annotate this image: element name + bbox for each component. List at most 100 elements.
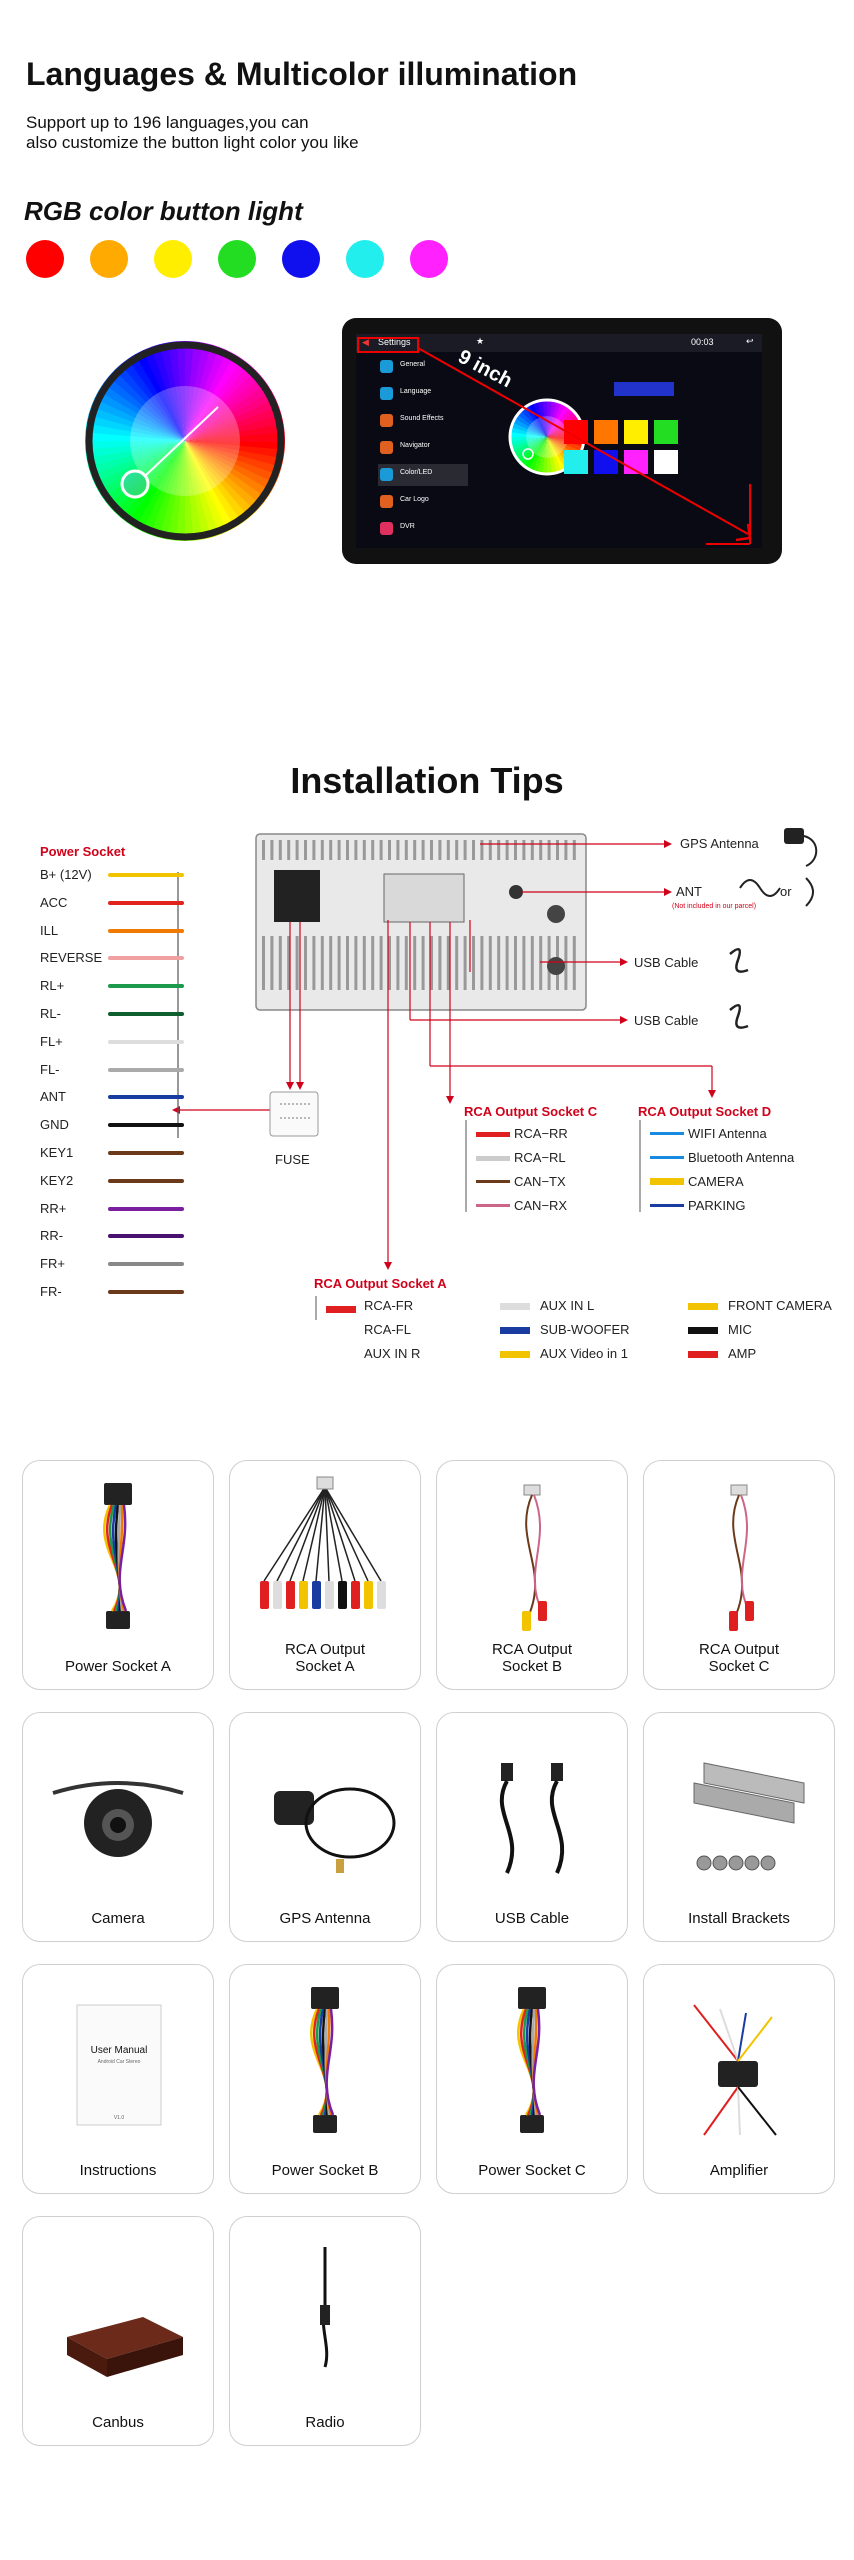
accessory-label: USB Cable — [494, 1910, 570, 1927]
menu-item-label: Sound Effects — [400, 415, 444, 422]
accessory-label: Power Socket C — [478, 2162, 586, 2179]
accessory-label: Power Socket A — [65, 1658, 171, 1675]
rca-item: Bluetooth Antenna — [688, 1150, 795, 1165]
power-pin-label: GND — [40, 1117, 69, 1133]
settings-menu-item[interactable]: General — [378, 356, 468, 378]
power-pin-wire — [108, 1095, 184, 1100]
power-pin-wire — [108, 1151, 184, 1155]
settings-menu-item[interactable]: Sound Effects — [378, 410, 468, 432]
menu-item-icon — [380, 441, 393, 454]
power-pin-wire — [108, 900, 184, 905]
color-swatch[interactable] — [654, 450, 678, 474]
accessory-card: Amplifier — [643, 1964, 835, 2194]
power-pin-row: KEY1 — [40, 1145, 190, 1161]
accessory-label: Instructions — [79, 2162, 157, 2179]
rgb-color-dot[interactable] — [154, 240, 192, 278]
power-pin-label: RR+ — [40, 1200, 67, 1216]
accessory-card: GPS Antenna — [229, 1712, 421, 1942]
accessory-image — [320, 2247, 330, 2368]
power-pin-wire — [108, 873, 184, 877]
power-pin-row: RL+ — [40, 978, 190, 994]
menu-item-label: DVR — [400, 523, 415, 530]
power-pin-label: ILL — [40, 922, 59, 938]
power-pin-label: RR- — [40, 1228, 64, 1244]
accessory-label: Radio — [305, 2414, 345, 2431]
power-pin-row: KEY2 — [40, 1173, 190, 1189]
power-pin-row: FL+ — [40, 1034, 190, 1050]
install-title: Installation Tips — [290, 760, 564, 801]
menu-item-label: Navigator — [400, 442, 430, 449]
power-pin-row: FL- — [40, 1062, 190, 1078]
power-pin-label: RL- — [40, 1006, 61, 1021]
color-swatch[interactable] — [654, 420, 678, 444]
accessory-card: RCA Output Socket B — [436, 1460, 628, 1690]
settings-menu-item[interactable]: Navigator — [378, 437, 468, 459]
menu-item-icon — [380, 414, 393, 427]
accessory-card: Camera — [22, 1712, 214, 1942]
menu-item-icon — [380, 360, 393, 373]
accessory-card: RCA Output Socket C — [643, 1460, 835, 1690]
rca-c-title: RCA Output Socket C — [464, 1104, 598, 1119]
settings-menu-item[interactable]: Color/LED — [378, 464, 468, 486]
rca-item: CAN−TX — [514, 1174, 566, 1189]
rgb-color-dot[interactable] — [410, 240, 448, 278]
rca-item: RCA−RR — [514, 1126, 568, 1141]
manual-title: User Manual — [90, 2045, 148, 2056]
rca-plug-icon — [500, 1327, 530, 1334]
accessory-image — [260, 1476, 386, 1609]
or-label: or — [780, 884, 792, 899]
accessory-image — [274, 1787, 396, 1873]
settings-menu-item[interactable]: DVR — [378, 518, 468, 540]
accessory-label: RCA Output Socket B — [491, 1641, 573, 1675]
power-pin-wire — [108, 1067, 184, 1072]
power-pin-wire — [108, 1178, 184, 1183]
color-swatch[interactable] — [624, 420, 648, 444]
accessory-label: GPS Antenna — [279, 1910, 371, 1927]
rgb-color-dot[interactable] — [26, 240, 64, 278]
power-pin-wire — [108, 956, 184, 961]
accessory-image — [729, 1484, 754, 1631]
rgb-title: RGB color button light — [24, 196, 303, 226]
accessory-label: Canbus — [92, 2414, 144, 2431]
color-swatch[interactable] — [564, 450, 588, 474]
page-title: Languages & Multicolor illumination — [26, 56, 578, 92]
manual-subtitle: Android Car Stereo — [97, 2059, 141, 2065]
rca-item: PARKING — [688, 1198, 746, 1213]
usb-cable-label-1: USB Cable — [634, 955, 699, 970]
power-pin-wire — [108, 1234, 184, 1239]
power-pin-row: ILL — [40, 923, 190, 939]
preview-bar — [614, 382, 674, 396]
settings-menu-item[interactable]: Car Logo — [378, 491, 468, 513]
rgb-color-dot[interactable] — [218, 240, 256, 278]
power-pin-wire — [108, 1262, 184, 1267]
rca-item: WIFI Antenna — [688, 1126, 767, 1141]
rca-plug-icon — [688, 1327, 718, 1334]
menu-item-icon — [380, 468, 393, 481]
star-icon[interactable]: ★ — [476, 336, 485, 346]
color-wheel-icon — [85, 341, 285, 541]
color-swatches — [564, 420, 734, 480]
accessory-image — [693, 2004, 777, 2136]
power-pin-row: RR- — [40, 1228, 190, 1244]
rca-item: AUX Video in 1 — [540, 1346, 628, 1361]
power-pin-wire — [108, 1012, 184, 1016]
accessory-label: Power Socket B — [271, 2162, 379, 2179]
accessory-card: Power Socket A — [22, 1460, 214, 1690]
rca-item: AUX IN L — [540, 1298, 595, 1313]
rca-item: AUX IN R — [364, 1346, 421, 1361]
rca-item: FRONT CAMERA — [728, 1298, 832, 1313]
settings-menu-item[interactable]: Language — [378, 383, 468, 405]
power-pin-label: RL+ — [40, 978, 65, 994]
power-pin-row: FR+ — [40, 1256, 190, 1272]
rgb-color-dot[interactable] — [282, 240, 320, 278]
accessory-image — [693, 1762, 805, 1871]
back-icon[interactable]: ◀ — [362, 337, 369, 347]
rca-d-title: RCA Output Socket D — [638, 1104, 772, 1119]
rgb-color-dot[interactable] — [90, 240, 128, 278]
rgb-color-dot[interactable] — [346, 240, 384, 278]
rca-a-title: RCA Output Socket A — [314, 1276, 447, 1291]
color-swatch[interactable] — [594, 420, 618, 444]
accessory-card: USB Cable — [436, 1712, 628, 1942]
return-icon[interactable]: ↩ — [746, 336, 754, 346]
